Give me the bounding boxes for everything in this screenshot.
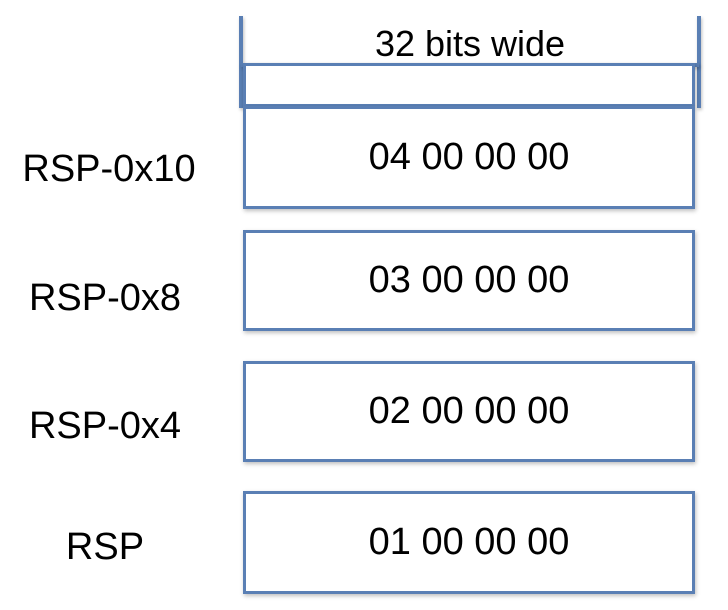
stack-cell: 01 00 00 00 — [243, 491, 695, 594]
width-label: 32 bits wide — [374, 23, 566, 64]
width-indicator-left-tick — [239, 16, 243, 108]
stack-cell: 04 00 00 00 — [243, 106, 695, 209]
stack-cell: 03 00 00 00 — [243, 230, 695, 331]
address-label: RSP-0x10 — [22, 148, 196, 190]
width-indicator-right-tick — [697, 16, 701, 108]
address-label: RSP — [65, 526, 145, 568]
stack-cell: 02 00 00 00 — [243, 361, 695, 462]
cell-value: 02 00 00 00 — [368, 390, 570, 432]
stack-header-cell — [243, 63, 695, 107]
cell-value: 01 00 00 00 — [368, 521, 570, 563]
cell-value: 04 00 00 00 — [368, 136, 570, 178]
address-label: RSP-0x8 — [28, 277, 182, 319]
cell-value: 03 00 00 00 — [368, 259, 570, 301]
address-label: RSP-0x4 — [28, 405, 182, 447]
